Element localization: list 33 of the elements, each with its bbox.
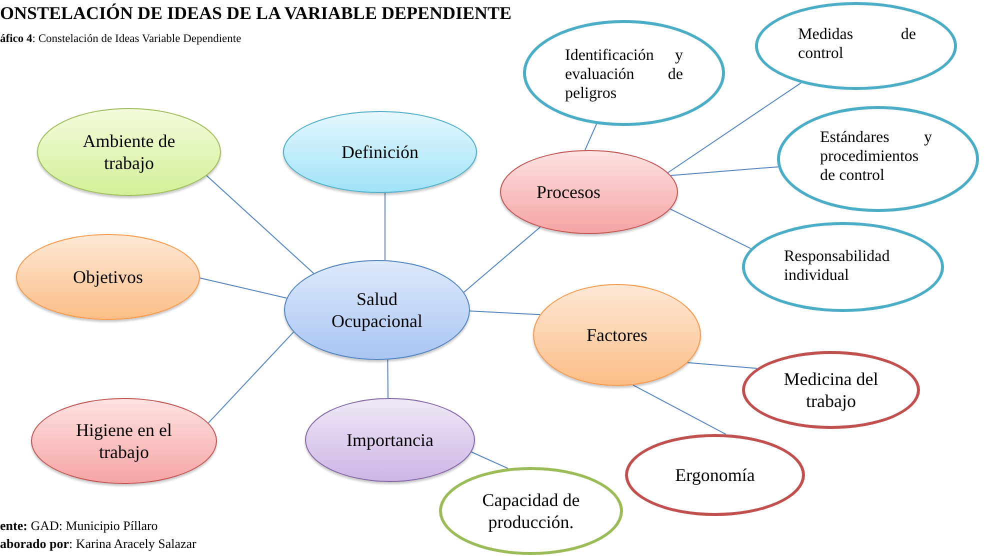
node-label: Higiene en el trabajo — [75, 419, 173, 463]
node-label: Importancia — [346, 429, 434, 451]
connector-line — [584, 124, 598, 151]
connector-line — [670, 208, 752, 250]
node-label: Salud Ocupacional — [330, 288, 424, 332]
connector-line — [470, 452, 508, 469]
diagram-title: ONSTELACIÓN DE IDEAS DE LA VARIABLE DEPENDIENTE — [0, 3, 512, 24]
node-label: Factores — [586, 324, 648, 346]
source-note: ente: GAD: Municipio Píllaro — [0, 518, 158, 534]
node-label: Definición — [340, 141, 420, 163]
connector-line — [463, 226, 541, 293]
connector-line — [667, 82, 802, 174]
figure-caption: áfico 4: Constelación de Ideas Variable Dependiente — [0, 33, 242, 45]
connector-line — [632, 384, 726, 435]
connector-line — [384, 192, 386, 261]
connector-line — [387, 359, 388, 398]
connector-line — [687, 362, 758, 369]
node-label: Estándares y procedimientos de control — [820, 128, 932, 185]
node-label: Objetivos — [72, 266, 144, 288]
connector-line — [199, 278, 288, 299]
connector-line — [208, 332, 294, 424]
node-label: Procesos — [536, 180, 602, 202]
node-label: Identificación y evaluación de peligros — [565, 46, 683, 103]
node-label: Medidas de control — [798, 25, 916, 63]
node-label: Medicina del trabajo — [782, 368, 880, 412]
node-label: Responsabilidad individual — [784, 247, 891, 285]
node-label: Ambiente de trabajo — [82, 130, 176, 174]
connector-line — [206, 175, 314, 274]
node-label: Capacidad de producción. — [481, 489, 581, 533]
author-note: aborado por: Karina Aracely Salazar — [0, 536, 196, 552]
connector-line — [469, 310, 541, 316]
connector-line — [670, 166, 779, 176]
node-label: Ergonomía — [674, 464, 756, 486]
